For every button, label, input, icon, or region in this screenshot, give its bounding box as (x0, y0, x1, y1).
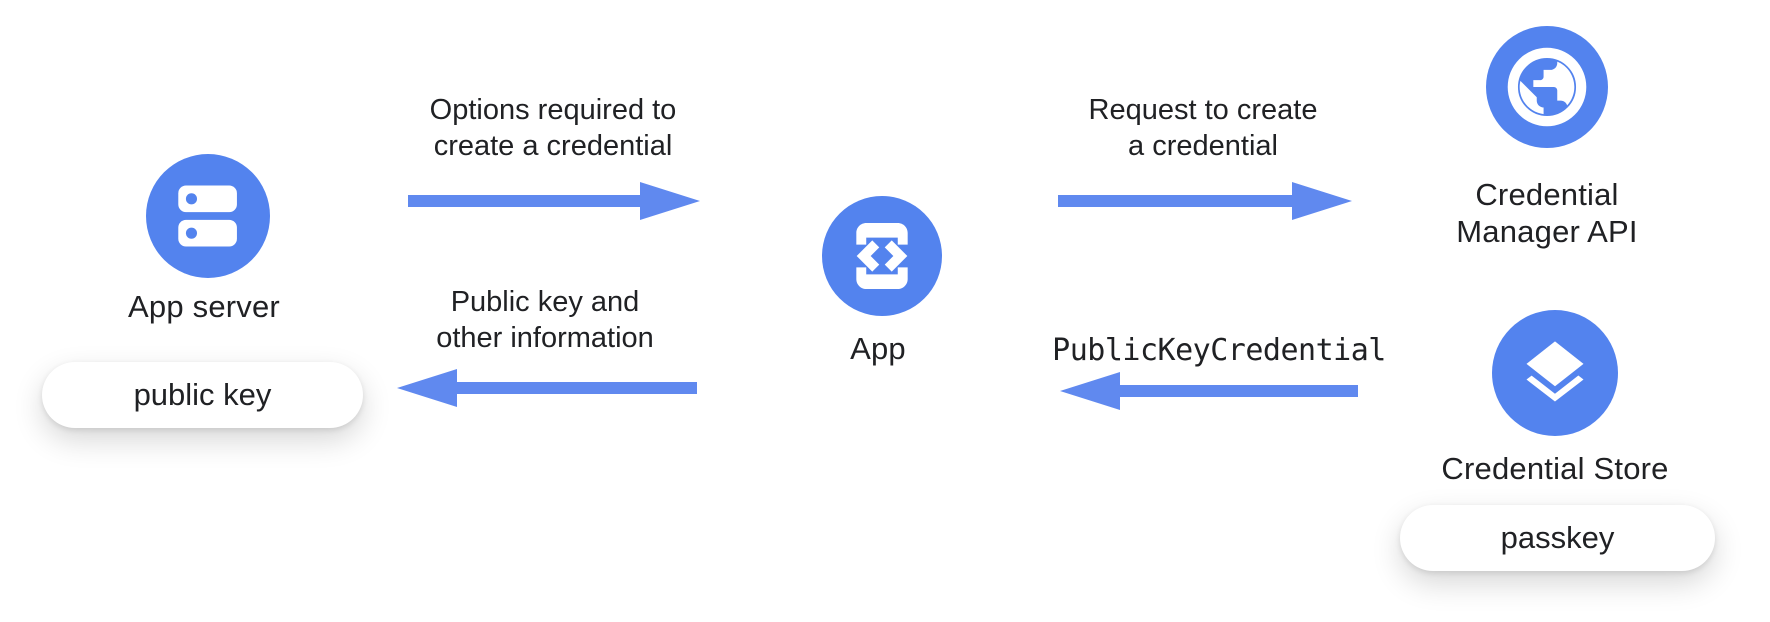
arrow-head-right (1292, 182, 1352, 220)
request-arrow-right (1058, 182, 1352, 220)
options-arrow-label: Options required to create a credential (429, 94, 677, 162)
credential-manager-api-node (1486, 26, 1608, 148)
globe-icon (1507, 47, 1587, 127)
arrow-shaft (408, 195, 640, 207)
public-key-arrow-label: Public key and other information (436, 286, 654, 354)
publickeycredential-arrow-left (1060, 372, 1358, 410)
credential-manager-api-label-line2: Manager API (1456, 214, 1638, 249)
options-arrow-right (408, 182, 700, 220)
arrow-head-left (397, 369, 457, 407)
request-arrow-label: Request to create a credential (1088, 94, 1318, 162)
phone-code-icon (856, 223, 908, 289)
credential-manager-api-label: Credential Manager API (1397, 176, 1697, 250)
app-server-label: App server (128, 289, 280, 324)
app-server-node (146, 154, 270, 278)
public-key-pill: public key (42, 362, 363, 428)
arrow-head-left (1060, 372, 1120, 410)
credential-store-label: Credential Store (1441, 451, 1669, 486)
arrow-head-right (640, 182, 700, 220)
credential-store-node (1492, 310, 1618, 436)
arrow-shaft (1120, 385, 1358, 397)
app-label: App (850, 331, 906, 366)
passkey-pill-text: passkey (1500, 520, 1615, 555)
public-key-arrow-left (397, 369, 697, 407)
passkey-pill: passkey (1400, 505, 1715, 571)
arrow-shaft (1058, 195, 1292, 207)
layers-icon (1526, 341, 1584, 402)
arrow-shaft (457, 382, 697, 394)
public-key-pill-text: public key (133, 377, 272, 412)
app-node (822, 196, 942, 316)
publickeycredential-arrow-label: PublicKeyCredential (1052, 333, 1386, 368)
server-icon (178, 185, 237, 247)
credential-manager-api-label-line1: Credential (1475, 177, 1619, 212)
